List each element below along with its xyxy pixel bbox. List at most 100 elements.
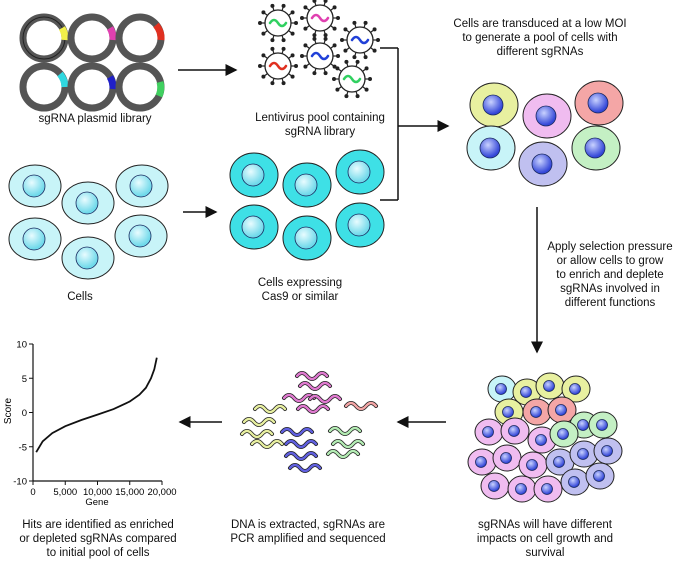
sgrna-8 bbox=[240, 429, 274, 439]
light-cell-3 bbox=[61, 181, 115, 225]
selected-cell-21 bbox=[507, 475, 537, 503]
virus-particle-5 bbox=[300, 36, 340, 76]
x-tick-label-4: 15,000 bbox=[115, 487, 144, 498]
sgrna-13 bbox=[326, 449, 360, 459]
virus-particle-6 bbox=[332, 59, 372, 99]
plasmid-insert-5 bbox=[106, 75, 117, 90]
light-cell-1 bbox=[8, 164, 62, 208]
selected-cell-3 bbox=[535, 372, 565, 400]
selected-cell-23 bbox=[560, 468, 590, 496]
sgrna-sequences bbox=[240, 371, 378, 473]
selected-cell-13 bbox=[588, 411, 618, 439]
y-tick-label-3: 0 bbox=[22, 408, 27, 419]
selected-cell-10 bbox=[500, 417, 530, 445]
plasmid-insert-3 bbox=[153, 22, 165, 41]
selected-cell-20 bbox=[480, 472, 510, 500]
selected-cell-11 bbox=[527, 426, 557, 454]
label-hits: Hits are identified as enriched or deple… bbox=[19, 519, 177, 559]
sgrna-3 bbox=[282, 393, 316, 403]
sgrna-9 bbox=[250, 439, 284, 449]
x-axis-label: Gene bbox=[85, 497, 108, 508]
sgrna-1 bbox=[295, 371, 329, 381]
virus-particle-4 bbox=[258, 46, 298, 86]
plasmid-insert-2 bbox=[106, 26, 117, 41]
selected-cell-12 bbox=[549, 420, 579, 448]
selected-cell-18 bbox=[569, 440, 599, 468]
y-tick-label-2: 5 bbox=[22, 374, 27, 385]
plasmid-5 bbox=[67, 62, 117, 112]
label-lentivirus-pool: Lentivirus pool containing sgRNA library bbox=[255, 112, 385, 138]
sgrna-16 bbox=[284, 451, 318, 461]
cas9-cell-1 bbox=[229, 152, 279, 198]
selected-cell-4 bbox=[561, 375, 591, 403]
cas9-cells-group bbox=[229, 149, 385, 261]
transduced-cell-6 bbox=[571, 125, 621, 171]
plasmid-4 bbox=[19, 62, 69, 112]
score-line bbox=[35, 357, 158, 453]
x-tick-label-5: 20,000 bbox=[147, 487, 176, 498]
virus-particle-2 bbox=[300, 0, 340, 38]
cells-group bbox=[8, 164, 169, 280]
plasmid-6 bbox=[115, 62, 165, 112]
selected-cell-24 bbox=[585, 462, 615, 490]
cas9-cell-5 bbox=[282, 215, 332, 261]
selected-cell-22 bbox=[533, 475, 563, 503]
label-impacts: sgRNAs will have different impacts on ce… bbox=[476, 519, 614, 559]
transduced-cell-3 bbox=[574, 80, 624, 126]
sgrna-7 bbox=[242, 417, 276, 427]
label-selection: Apply selection pressure or allow cells … bbox=[547, 241, 673, 309]
light-cell-4 bbox=[8, 217, 62, 261]
selected-cell-15 bbox=[492, 444, 522, 472]
plasmid-insert-6 bbox=[155, 81, 165, 98]
plasmid-insert-1 bbox=[58, 26, 69, 41]
selected-cell-9 bbox=[474, 418, 504, 446]
cas9-cell-3 bbox=[335, 149, 385, 195]
y-tick-label-4: -5 bbox=[19, 442, 27, 453]
sgrna-4 bbox=[308, 394, 342, 404]
sgrna-11 bbox=[328, 426, 362, 436]
label-cas9-cells: Cells expressing Cas9 or similar bbox=[257, 277, 343, 303]
selected-cell-19 bbox=[593, 437, 623, 465]
x-tick-label-2: 5,000 bbox=[53, 487, 77, 498]
selected-cell-6 bbox=[522, 398, 552, 426]
virus-particle-1 bbox=[258, 3, 298, 43]
light-cell-6 bbox=[61, 236, 115, 280]
lentivirus-pool bbox=[258, 0, 380, 99]
cas9-cell-2 bbox=[282, 162, 332, 208]
sgrna-6 bbox=[253, 404, 287, 414]
plasmid-1 bbox=[19, 13, 69, 63]
selected-cell-1 bbox=[487, 375, 517, 403]
y-tick-label-1: 10 bbox=[16, 340, 27, 351]
sgrna-10 bbox=[344, 401, 378, 411]
plasmid-2 bbox=[67, 13, 117, 63]
sgrna-2 bbox=[298, 381, 332, 391]
selected-cell-16 bbox=[518, 451, 548, 479]
label-dna-extracted: DNA is extracted, sgRNAs are PCR amplifi… bbox=[230, 519, 386, 545]
transduced-cell-2 bbox=[522, 93, 572, 139]
transduced-cells-group bbox=[466, 80, 624, 187]
light-cell-2 bbox=[115, 164, 169, 208]
plasmid-library bbox=[19, 13, 165, 112]
selected-cell-7 bbox=[547, 396, 577, 424]
sgrna-15 bbox=[284, 439, 318, 449]
sgrna-17 bbox=[288, 463, 322, 473]
y-axis-label: Score bbox=[3, 398, 14, 425]
x-tick-label-1: 0 bbox=[30, 487, 35, 498]
transduced-cell-5 bbox=[518, 141, 568, 187]
transduced-cell-1 bbox=[469, 82, 519, 128]
transduced-cell-4 bbox=[466, 125, 516, 171]
light-cell-5 bbox=[114, 214, 168, 258]
sgrna-14 bbox=[280, 427, 314, 437]
plasmid-insert-4 bbox=[57, 71, 69, 88]
sgrna-12 bbox=[331, 439, 365, 449]
selected-cells-group bbox=[467, 372, 623, 503]
cas9-cell-6 bbox=[335, 202, 385, 248]
merge-bracket bbox=[380, 47, 450, 201]
virus-particle-3 bbox=[340, 20, 380, 60]
cas9-cell-4 bbox=[229, 204, 279, 250]
selected-cell-14 bbox=[467, 448, 497, 476]
x-tick-label-3: 10,000 bbox=[83, 487, 112, 498]
sgrna-5 bbox=[296, 404, 330, 414]
